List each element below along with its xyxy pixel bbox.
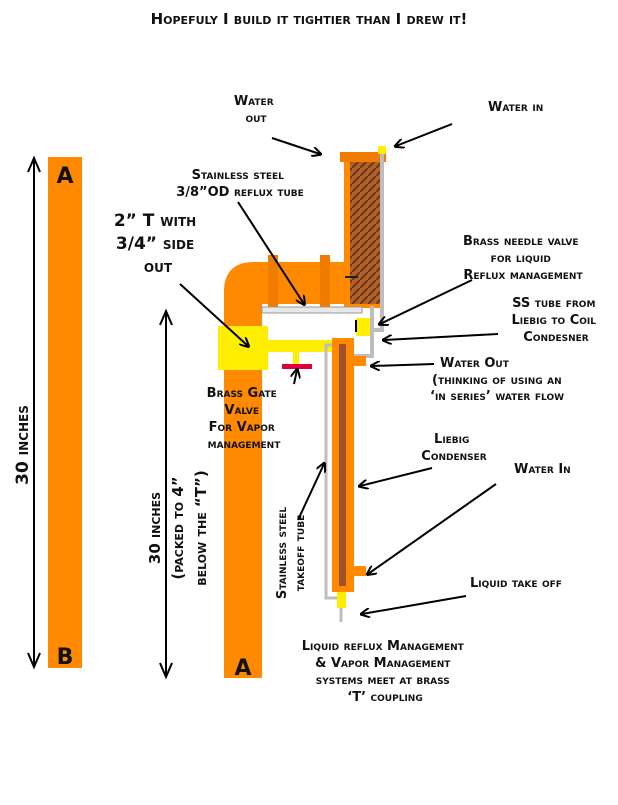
arrow-water-in-mid — [368, 483, 497, 574]
label-water-in-top: Water in — [488, 100, 543, 115]
liebig-inner — [339, 344, 346, 586]
middle-dimension-label-1: 30 inches — [146, 492, 164, 564]
middle-dimension-label-3: below the “T”) — [192, 470, 210, 585]
middle-dimension-label-2: (packed to 4” — [169, 476, 187, 579]
arrow-water-out-top — [271, 137, 320, 154]
reflux-tube — [261, 306, 363, 314]
pipe-coupling-2 — [320, 255, 330, 311]
section-label-a-top: A — [56, 164, 73, 189]
arrow-water-in-top — [396, 123, 453, 146]
section-label-b: B — [57, 645, 74, 670]
gate-valve-handle — [282, 364, 312, 369]
section-label-a-bottom: A — [234, 656, 251, 681]
label-gate-valve: Brass Gate Valve For Vapor management — [207, 386, 282, 452]
main-column — [224, 352, 262, 678]
needle-valve — [356, 318, 370, 336]
label-reflux-tube: Stainless steel 3/8”OD reflux tube — [176, 168, 304, 200]
label-tee: 2” T with 3/4” side out — [114, 211, 202, 277]
coil-condenser-coil — [350, 162, 380, 304]
left-dimension-label: 30 inches — [13, 405, 33, 485]
gate-valve-stem — [293, 350, 299, 364]
liebig-water-in-port — [352, 566, 366, 576]
bottom-brass-t — [337, 592, 346, 608]
page-title: Hopefuly I build it tightier than I drew… — [151, 10, 468, 28]
arrow-liquid-takeoff — [362, 595, 467, 614]
label-ss-tube: SS tube from Liebig to Coil Condesner — [511, 296, 600, 345]
arrow-gate-valve — [294, 370, 297, 385]
label-liebig: Liebig Condenser — [421, 432, 487, 464]
label-needle-valve: Brass needle valve for liquid Reflux man… — [463, 234, 583, 283]
label-water-out-mid: Water Out (thinking of using an ‘in seri… — [430, 356, 566, 404]
arrow-takeoff-tube — [297, 464, 324, 521]
water-in-fitting — [378, 146, 386, 154]
arrow-ss-tube — [384, 333, 499, 340]
arrow-reflux-tube — [237, 201, 304, 304]
arrow-needle-valve — [380, 279, 473, 324]
label-takeoff-tube-2: takeoff tube — [293, 515, 308, 591]
leader-arrows — [179, 123, 499, 614]
reference-column — [48, 157, 82, 668]
tee-side-out — [266, 340, 336, 352]
label-liquid-takeoff: Liquid take off — [470, 576, 562, 591]
arrow-tee — [179, 283, 248, 346]
liebig-water-out-port — [352, 356, 366, 366]
pipe-coupling-1 — [268, 255, 278, 311]
label-water-out-top: Water out — [234, 94, 278, 126]
label-water-in-mid: Water In — [514, 462, 571, 477]
arrow-liebig — [360, 467, 433, 486]
arrow-water-out-mid — [372, 364, 435, 366]
brass-tee — [218, 326, 268, 370]
label-takeoff-tube-1: Stainless steel — [275, 507, 290, 600]
label-bottom-note: Liquid reflux Management & Vapor Managem… — [302, 639, 469, 705]
coil-condenser-cap — [340, 152, 386, 162]
